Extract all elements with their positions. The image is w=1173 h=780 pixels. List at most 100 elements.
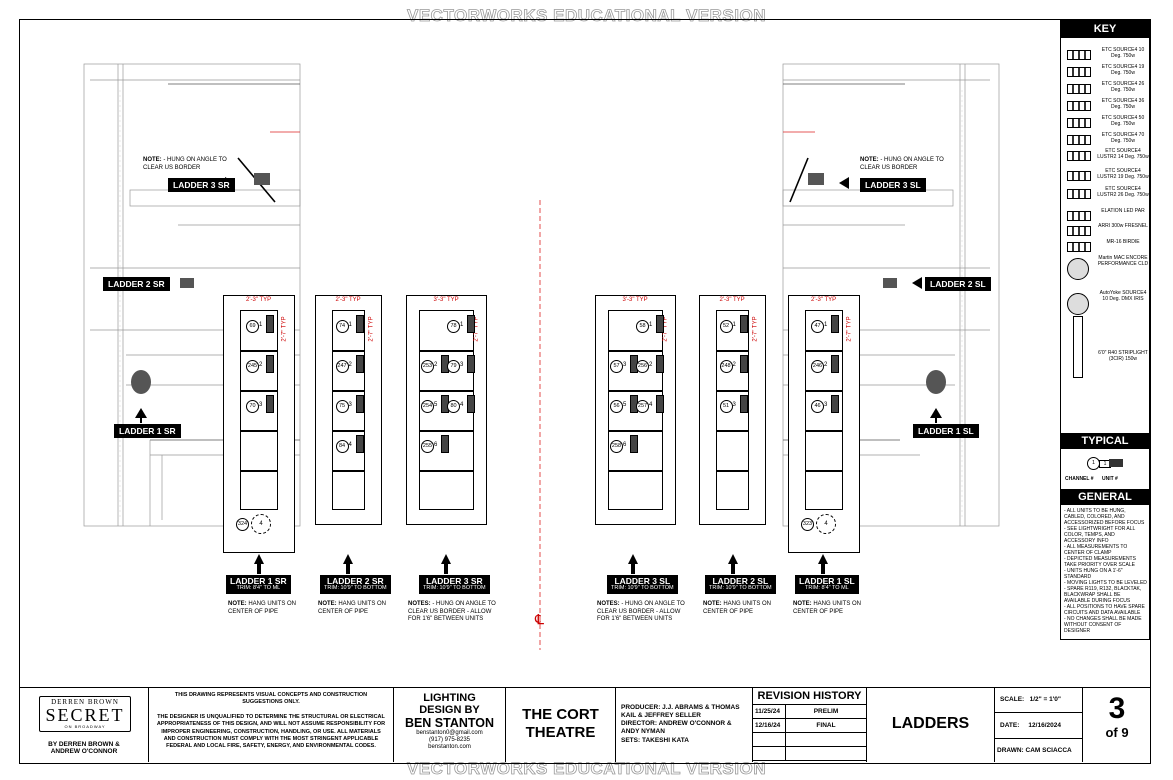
unit-number: 1 — [259, 322, 263, 328]
ladder-frame — [805, 310, 843, 510]
director-credit: DIRECTOR: ANDREW O'CONNOR & ANDY NYMAN — [621, 720, 732, 736]
watermark-top: VECTORWORKS EDUCATIONAL VERSION — [407, 6, 766, 26]
fixture-icon — [266, 355, 274, 373]
unit-number: 2 — [824, 362, 828, 368]
width-dimension: 2'-3" TYP — [811, 297, 837, 303]
width-dimension: 3'-3" TYP — [433, 297, 459, 303]
logo-cell: DERREN BROWN SECRET ON BROADWAY BY DERRE… — [19, 688, 149, 762]
revision-label: FINAL — [816, 722, 836, 729]
fixture-symbol-icon — [1067, 293, 1089, 315]
revision-label — [786, 733, 866, 746]
fixture-symbol-icon — [1067, 67, 1091, 77]
channel-circle: 56 — [610, 400, 623, 413]
ladder-rung — [717, 390, 748, 392]
fixture-icon — [266, 315, 274, 333]
trim-height: TRIM: 10'9" TO BOTTOM — [423, 584, 486, 591]
trim-height: TRIM: 8'4" TO ML — [804, 584, 849, 591]
unit-number: 3 — [348, 402, 352, 408]
channel-circle: 248 — [719, 360, 733, 373]
producer-credit: PRODUCER: J.J. ABRAMS & THOMAS KAIL & JE… — [621, 704, 740, 720]
ladder-rung — [806, 350, 842, 352]
typical-title: TYPICAL — [1061, 433, 1149, 449]
channel-circle: 52 — [719, 320, 733, 333]
key-item: ETC SOURCE4 LUSTR2 19 Deg. 750w — [1097, 168, 1149, 180]
unit-number: 2 — [259, 362, 263, 368]
unit-label: UNIT # — [1102, 476, 1118, 482]
key-item: ELATION LED PAR — [1101, 208, 1145, 214]
channel-circle: 258 — [610, 440, 623, 453]
angle-note-sr: NOTE: - HUNG ON ANGLE TO CLEAR US BORDER — [143, 157, 227, 171]
fixture-icon — [355, 355, 364, 373]
revision-label — [786, 747, 866, 760]
fixture-symbol-icon — [1067, 226, 1091, 236]
general-note-item: - SPARE R119, R132, BLACKTAK, BLACKWRAP … — [1064, 586, 1142, 604]
fixture-icon — [831, 355, 839, 373]
ladder-1-sl-tag: LADDER 1 SL — [913, 424, 979, 438]
revision-date — [753, 747, 786, 760]
ladder-rung — [609, 350, 662, 352]
key-item: ARRI 300w FRESNEL — [1098, 223, 1148, 229]
channel-circle: 75 — [335, 400, 349, 413]
title-block — [19, 687, 1151, 765]
revision-date: 11/25/24 — [753, 705, 786, 718]
unit-number: 4 — [460, 402, 464, 408]
sets-credit: SETS: TAKESHI KATA — [621, 736, 689, 744]
trim-height: TRIM: 10'9" TO BOTTOM — [709, 584, 772, 591]
date-row: DATE: 12/16/2024 — [995, 713, 1082, 739]
fixture-icon — [739, 355, 748, 373]
ladder-rung — [333, 390, 364, 392]
revision-row — [753, 747, 866, 761]
disclaimer-line2: THE DESIGNER IS UNQUALIFIED TO DETERMINE… — [156, 714, 386, 749]
fixture-symbol-icon — [1067, 242, 1091, 252]
key-item: ETC SOURCE4 10 Deg. 750w — [1101, 47, 1145, 59]
channel-circle: 253 — [421, 360, 434, 373]
channel-circle: 51 — [719, 400, 733, 413]
fixture-icon — [656, 355, 664, 373]
general-note-item: - UNITS HUNG ON A 1'-6" STANDARD — [1064, 568, 1123, 580]
unit-number: 1 — [824, 322, 828, 328]
key-item: ETC SOURCE4 36 Deg. 750w — [1101, 98, 1145, 110]
fixture-icon — [831, 395, 839, 413]
ladder-frame — [240, 310, 278, 510]
fixture-icon — [630, 435, 638, 453]
unit-number: 1 — [732, 322, 736, 328]
ladder-rung — [333, 350, 364, 352]
revision-label: PRELIM — [813, 708, 839, 715]
channel-circle: 80 — [447, 400, 460, 413]
unit-number: 4 — [649, 402, 653, 408]
revision-date: 12/16/24 — [753, 719, 786, 732]
ladder-rung — [333, 430, 364, 432]
ladder-note: NOTE: HANG UNITS ON CENTER OF PIPE — [793, 601, 862, 615]
sheet-frame — [19, 19, 1151, 764]
sheet-title: LADDERS — [891, 715, 970, 732]
scale-date-cell: SCALE: 1/2" = 1'0" DATE: 12/16/2024 DRAW… — [995, 688, 1083, 762]
fixture-icon — [739, 395, 748, 413]
designer-name: BEN STANTON — [404, 716, 495, 730]
unit-number: 3 — [732, 402, 736, 408]
unit-number: 2 — [732, 362, 736, 368]
fixture-symbol-icon — [1067, 211, 1091, 221]
ladder-rung — [806, 390, 842, 392]
channel-circle: 323 — [801, 518, 814, 531]
fixture-symbol-icon — [1067, 151, 1091, 161]
revision-row — [753, 733, 866, 747]
designer-cell: LIGHTING DESIGN BY BEN STANTON benstanto… — [394, 688, 506, 762]
ladder-note: NOTE: HANG UNITS ON CENTER OF PIPE — [318, 601, 387, 615]
width-dimension: 3'-3" TYP — [622, 297, 648, 303]
general-note-item: - ALL MEASUREMENTS TO CENTER OF CLAMP — [1064, 544, 1128, 556]
general-note-item: - DEPICTED MEASUREMENTS TAKE PRIORITY OV… — [1064, 556, 1136, 568]
height-dimension: 2'-7" TYP — [752, 316, 759, 342]
unit-number: 1 — [348, 322, 352, 328]
unit-number: 3 — [623, 362, 627, 368]
width-dimension: 2'-3" TYP — [246, 297, 272, 303]
ladder-rung — [241, 430, 277, 432]
channel-circle: 58 — [636, 320, 649, 333]
key-item: ETC SOURCE4 LUSTR2 26 Deg. 750w — [1097, 186, 1149, 198]
